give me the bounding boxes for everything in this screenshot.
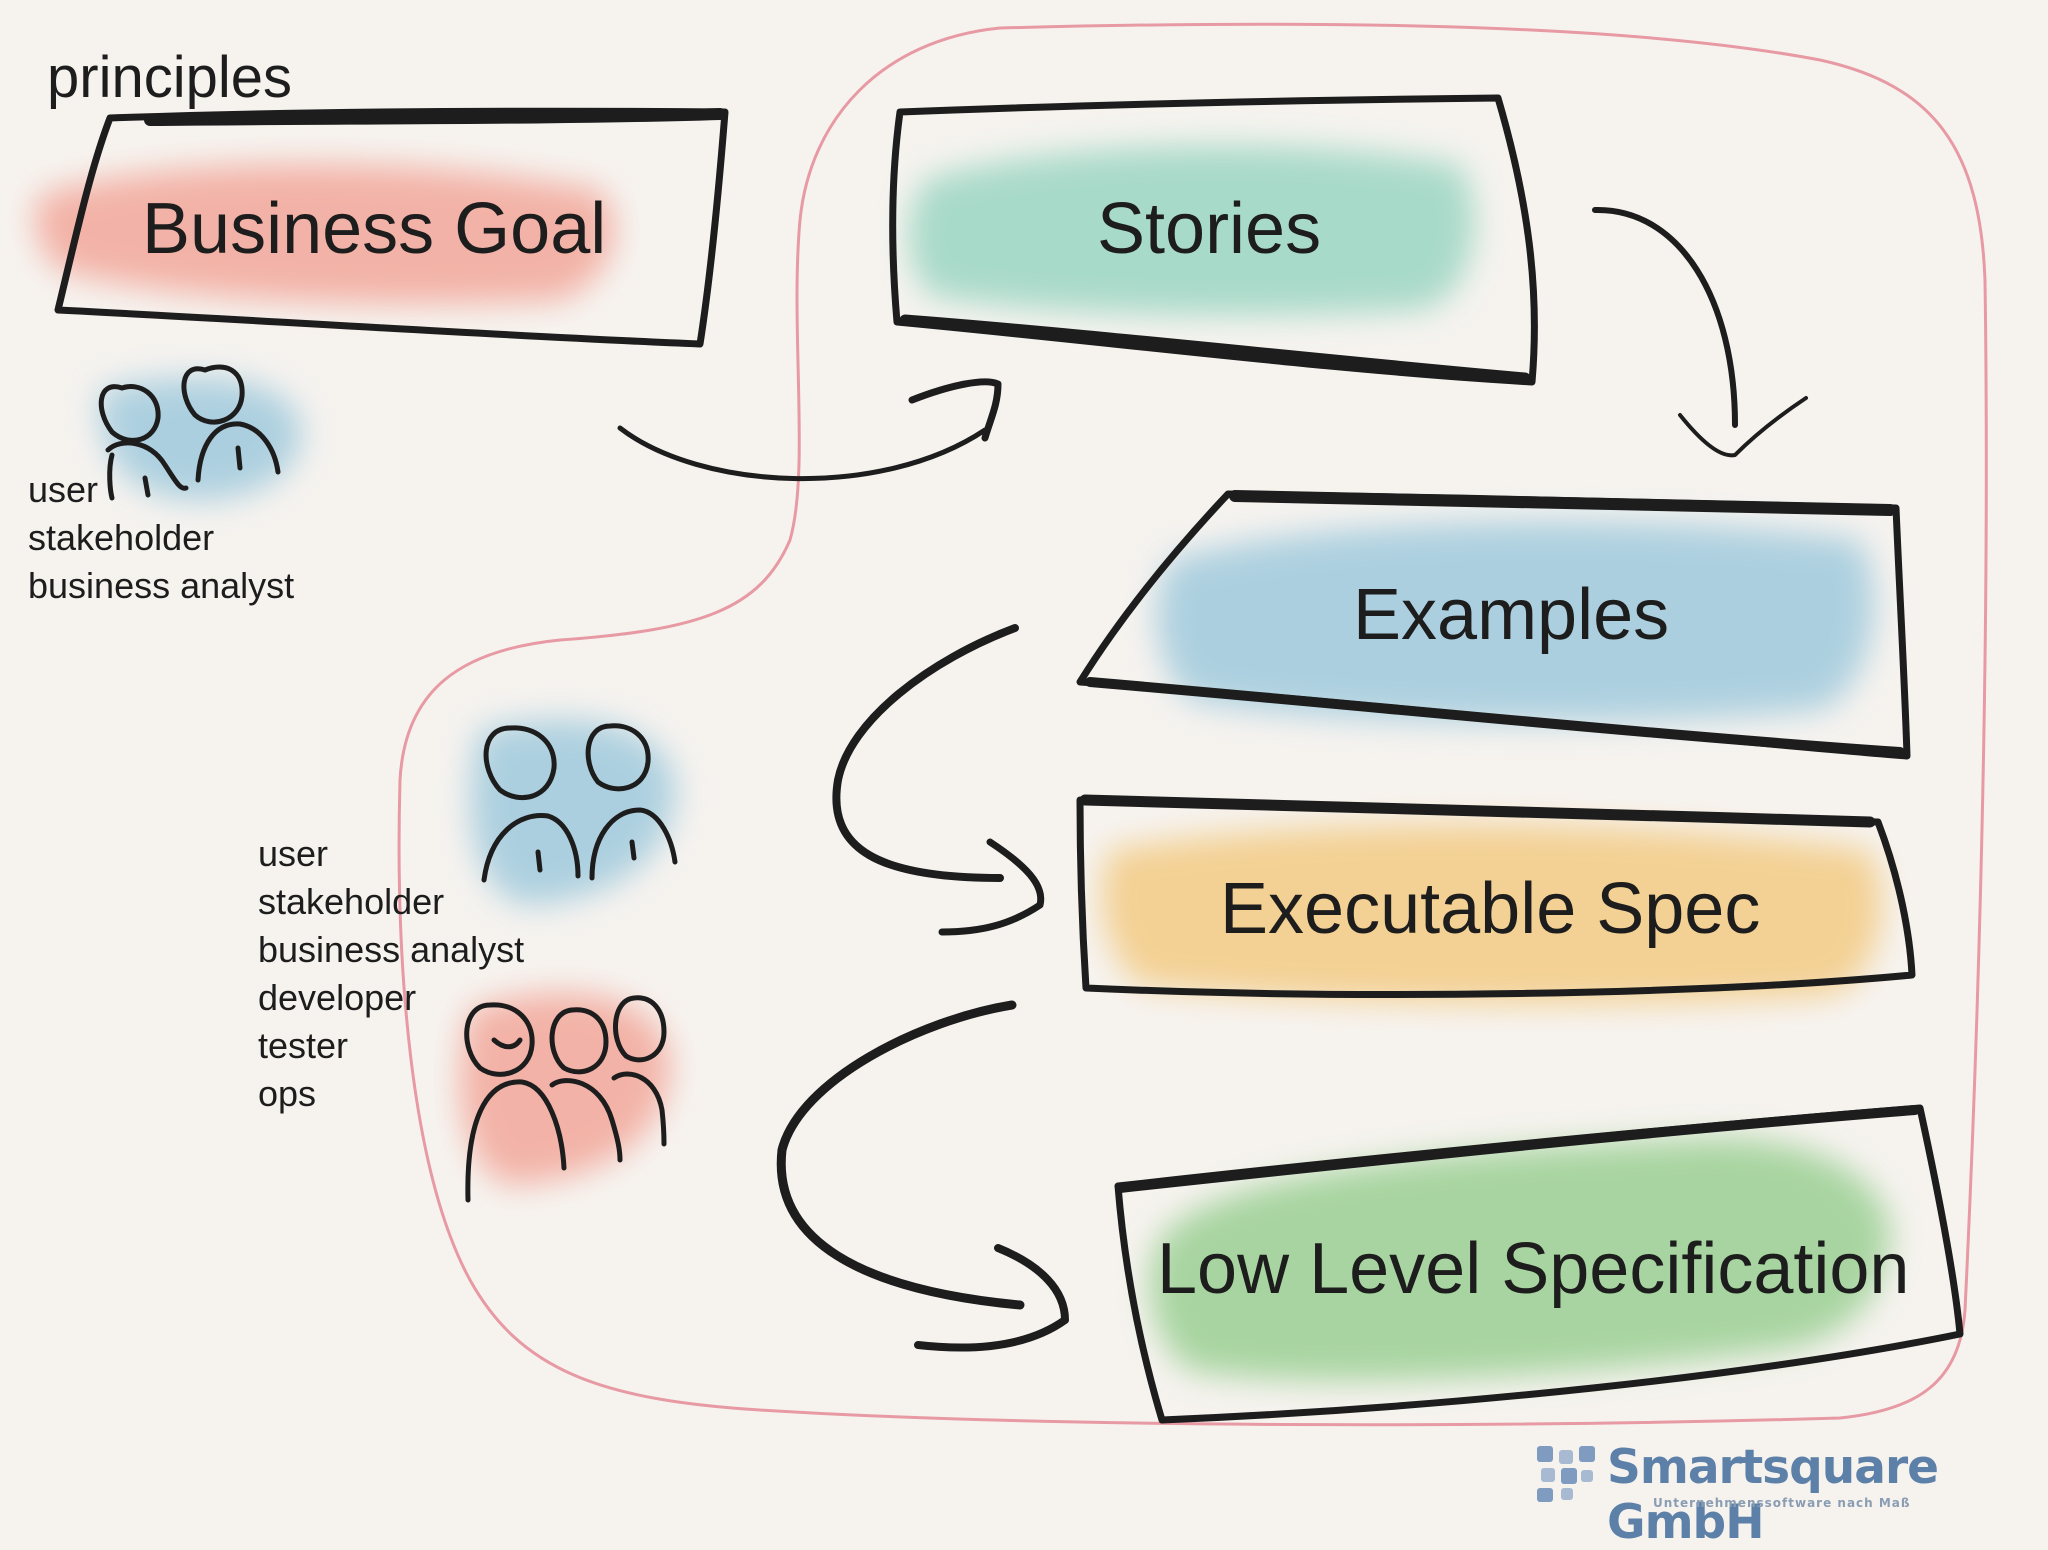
logo-name: Smartsquare GmbH <box>1607 1440 1939 1550</box>
group1-wash <box>99 377 302 500</box>
examples-wash <box>1156 521 1875 723</box>
business-goal-wash <box>35 164 615 304</box>
role-item: business analyst <box>258 929 525 970</box>
role-item: user <box>28 469 99 510</box>
group2-lower-people-icon <box>464 995 667 1203</box>
company-logo: Smartsquare GmbH Unternehmenssoftware na… <box>1535 1440 2025 1550</box>
arrow-examples-to-spec <box>832 624 1019 882</box>
arrow-spec-to-lowlevel-head <box>914 1244 1069 1352</box>
arrow-stories-to-examples-head <box>1678 396 1808 458</box>
role-item: user <box>258 833 329 874</box>
examples-label: Examples <box>1353 575 1670 655</box>
executable-spec-label: Executable Spec <box>1220 869 1761 949</box>
process-boundary <box>397 22 1988 1427</box>
arrow-goal-to-stories <box>617 425 988 482</box>
executable-spec-box-top-stroke <box>1079 794 1876 828</box>
role-item: ops <box>258 1073 317 1114</box>
arrow-goal-to-stories-head <box>908 378 1002 442</box>
arrow-spec-to-lowlevel <box>776 1000 1025 1310</box>
low-level-spec-box-top-stroke <box>1115 1105 1920 1193</box>
group2-upper-wash <box>470 719 676 905</box>
role-group-1: user stakeholder business analyst <box>28 466 294 610</box>
low-level-spec-label: Low Level Specification <box>1157 1229 1910 1309</box>
role-item: developer <box>258 977 417 1018</box>
arrow-stories-to-examples <box>1592 206 1738 428</box>
arrow-examples-to-spec-head <box>938 838 1045 936</box>
role-item: business analyst <box>28 565 295 606</box>
stories-label: Stories <box>1097 189 1322 269</box>
role-item: stakeholder <box>28 517 215 558</box>
role-item: tester <box>258 1025 349 1066</box>
group1-people-icon <box>98 364 281 501</box>
page-title: principles <box>47 45 292 110</box>
business-goal-label: Business Goal <box>142 189 607 269</box>
group2-upper-people-icon <box>481 723 678 883</box>
business-goal-box <box>54 107 729 348</box>
business-goal-box-top-stroke <box>144 108 726 126</box>
role-item: stakeholder <box>258 881 445 922</box>
stories-box <box>889 94 1538 386</box>
low-level-spec-wash <box>1150 1138 1890 1381</box>
stories-wash <box>908 145 1475 315</box>
role-group-2: user stakeholder business analyst develo… <box>258 830 524 1118</box>
executable-spec-wash <box>1102 823 1882 1004</box>
stories-box-bottom-stroke <box>899 314 1531 384</box>
examples-box-top-stroke <box>1229 490 1896 516</box>
logo-tagline: Unternehmenssoftware nach Maß <box>1653 1496 1911 1510</box>
smartsquare-logo-icon <box>1537 1446 1595 1502</box>
examples-box-bottom-stroke <box>1085 677 1905 757</box>
